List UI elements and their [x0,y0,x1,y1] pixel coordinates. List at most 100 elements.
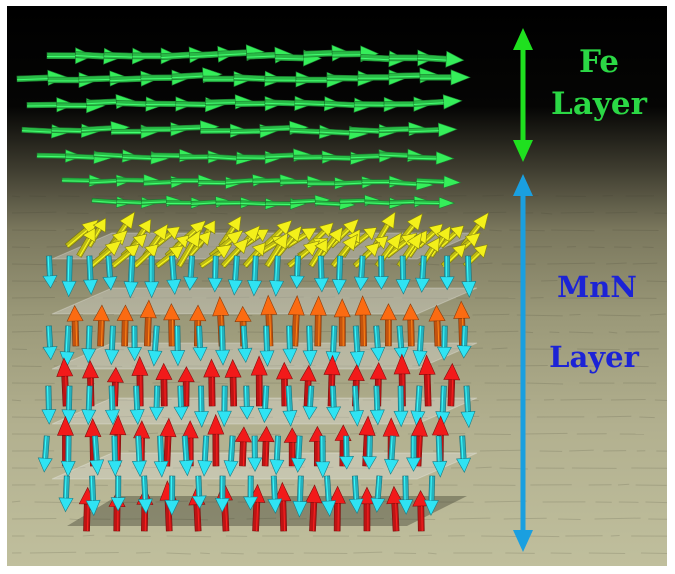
spin-head [66,305,84,322]
spin-head [196,230,212,246]
spin-highlight [353,476,356,500]
spin-head [369,361,387,380]
spin-highlight [183,436,187,461]
spin-highlight [191,202,217,205]
spin-highlight [197,326,200,348]
spin-highlight [275,57,304,60]
mn-down-spin [42,255,58,289]
spin-head [358,415,376,436]
spin-head [418,354,436,376]
spin-highlight [170,127,201,130]
spin-highlight [294,102,325,106]
spin-head [406,213,423,231]
spin-shaft [150,152,180,159]
fe-spin [419,69,471,86]
texture-stroke [46,245,71,248]
spin-head [443,362,461,381]
spin-highlight [143,182,172,185]
spin-highlight [79,238,91,257]
texture-stroke [654,399,667,401]
texture-stroke [656,450,667,452]
texture-stroke [210,212,228,215]
spin-shaft [331,50,362,58]
spin-head [207,413,225,435]
spin-head [137,498,153,515]
spin-head [132,233,148,249]
texture-stroke [34,501,82,504]
spin-shaft [56,102,87,109]
interface-spin [218,215,242,248]
spin-highlight [103,55,133,58]
spin-head [354,295,372,316]
spin-head [287,295,305,316]
spin-head [439,276,455,291]
spin-shaft [440,250,460,269]
mn-down-spin [456,435,472,473]
spin-head [453,300,471,319]
spin-shaft [317,255,325,279]
texture-stroke [220,552,244,555]
spin-shaft [417,505,425,532]
texture-stroke [605,211,638,214]
spin-shaft [410,435,417,459]
spin-shaft [110,128,142,135]
spin-head [215,349,231,366]
texture-stroke [395,195,427,198]
interface-spin [199,244,233,269]
spin-highlight [354,326,358,352]
spin-highlight [47,326,50,347]
spin-shaft [198,385,205,412]
mn-down-spin [191,475,207,509]
interface-spin [350,227,378,249]
mn-up-spin [333,298,351,347]
spin-highlight [312,502,316,532]
mn-down-spin [247,435,263,472]
spin-highlight [308,385,311,407]
texture-stroke [102,296,135,299]
spin-head [257,425,275,443]
spin-head [203,358,221,378]
mn-down-spin [398,475,414,515]
texture-stroke [610,365,649,368]
mn-down-spin [292,475,308,518]
spin-highlight [158,436,161,462]
spin-head [323,354,341,376]
mn-down-spin [423,475,439,516]
spin-highlight [324,103,355,107]
texture-stroke [136,551,151,554]
texture-stroke [569,331,594,334]
spin-shaft [121,320,129,347]
spin-shaft [45,385,52,410]
mn-down-spin [153,435,169,478]
spin-shaft [115,475,122,498]
spin-highlight [129,255,132,282]
mn-down-spin [42,325,58,361]
mn-down-spin [349,325,365,369]
spin-head [159,417,177,438]
spin-highlight [267,245,281,267]
spin-shaft [205,98,236,106]
spin-highlight [260,128,290,131]
texture-stroke [596,415,632,418]
spin-head [247,457,263,472]
spin-head [393,353,411,375]
spin-highlight [86,101,117,105]
spin-head [37,457,53,473]
mn-down-spin [227,255,243,296]
spin-highlight [331,325,335,352]
spin-head [380,211,396,230]
spin-highlight [368,435,370,457]
spin-shaft [103,51,133,60]
spin-head [119,211,136,230]
texture-stroke [105,348,125,351]
spin-highlight [67,229,88,247]
mn-down-spin [178,435,194,477]
spin-highlight [113,252,131,268]
spin-shaft [140,126,172,133]
texture-stroke [642,246,654,249]
mn-down-spin [104,325,120,366]
mn-down-spin [60,435,76,478]
spin-highlight [303,53,333,56]
spin-shaft [65,385,73,411]
spin-highlight [395,503,398,531]
